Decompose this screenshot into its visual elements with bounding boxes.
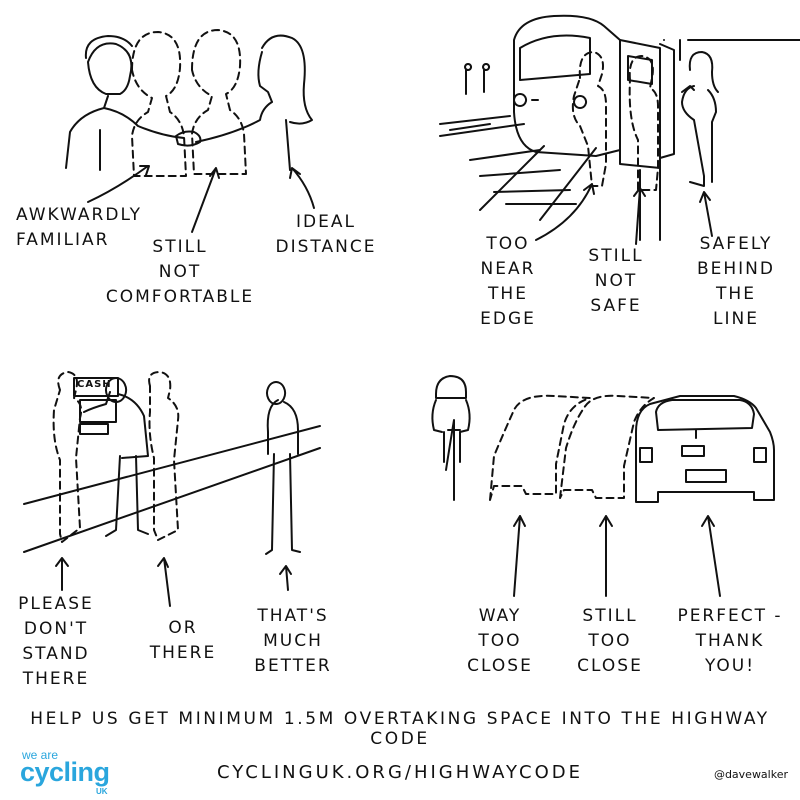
- label-way-too-close: WAY TOO CLOSE: [462, 604, 538, 679]
- label-still-not-comfortable: STILL NOT COMFORTABLE: [102, 235, 258, 310]
- man-figure: [65, 35, 185, 171]
- label-line: BEHIND: [696, 259, 775, 279]
- label-ideal-distance: IDEAL DISTANCE: [272, 210, 380, 260]
- label-perfect-thank-you: PERFECT - THANK YOU!: [670, 604, 790, 679]
- label-line: WAY: [478, 606, 522, 626]
- arrow: [513, 515, 526, 597]
- man-waiting: [265, 381, 301, 555]
- label-line: STILL: [588, 246, 644, 266]
- label-line: THERE: [22, 669, 90, 689]
- arrow: [699, 191, 713, 237]
- label-line: BETTER: [254, 656, 332, 676]
- label-line: NOT: [158, 262, 202, 282]
- label-please-dont-stand-there: PLEASE DON'T STAND THERE: [18, 592, 94, 692]
- label-line: IDEAL: [296, 212, 356, 232]
- woman-figure: [195, 34, 313, 171]
- ghost-figure-1: [571, 51, 607, 187]
- car: [635, 395, 775, 503]
- cashpoint-panel-drawing: [23, 371, 321, 607]
- label-line: THANK: [695, 631, 765, 651]
- cyclist: [431, 375, 471, 501]
- train: [513, 14, 621, 157]
- label-line: THE: [488, 284, 528, 304]
- label-thats-much-better: THAT'S MUCH BETTER: [250, 604, 336, 679]
- ghost-figure-2: [628, 55, 659, 191]
- label-line: STILL: [582, 606, 638, 626]
- label-line: SAFE: [590, 296, 642, 316]
- woman-with-phone: [681, 51, 719, 187]
- logo-line1: we are: [22, 748, 59, 762]
- label-line: AWKWARDLY: [16, 205, 143, 225]
- label-line: PLEASE: [18, 594, 94, 614]
- logo-line3: UK: [96, 787, 108, 796]
- label-or-there: OR THERE: [146, 616, 220, 666]
- label-safely-behind-the-line: SAFELY BEHIND THE LINE: [690, 232, 782, 332]
- label-too-near-the-edge: TOO NEAR THE EDGE: [470, 232, 546, 332]
- label-line: TOO: [478, 631, 522, 651]
- label-line: YOU!: [704, 656, 756, 676]
- label-line: CLOSE: [577, 656, 643, 676]
- ghost-figure-1: [131, 31, 187, 177]
- ghost-car-1: [489, 394, 591, 501]
- label-line: FAMILIAR: [16, 230, 110, 250]
- arrow: [55, 557, 69, 591]
- label-line: TOO: [588, 631, 632, 651]
- ghost-figure-2: [191, 29, 247, 175]
- label-line: NEAR: [480, 259, 536, 279]
- arrow: [701, 515, 721, 597]
- label-line: THAT'S: [257, 606, 329, 626]
- label-line: COMFORTABLE: [105, 287, 255, 307]
- artist-credit: @davewalker: [713, 768, 788, 781]
- label-line: NOT: [594, 271, 638, 291]
- handshake: [175, 130, 202, 147]
- label-line: PERFECT -: [677, 606, 783, 626]
- overtaking-panel-drawing: [431, 375, 775, 597]
- campaign-slogan: HELP US GET MINIMUM 1.5M OVERTAKING SPAC…: [30, 709, 770, 749]
- label-line: STILL: [152, 237, 208, 257]
- label-still-too-close: STILL TOO CLOSE: [568, 604, 652, 679]
- arrow: [535, 183, 595, 241]
- label-line: LINE: [713, 309, 759, 329]
- arrow: [157, 557, 171, 607]
- label-line: STAND: [22, 644, 90, 664]
- ghost-car-2: [559, 394, 655, 499]
- cycling-uk-logo: we are cycling UK: [20, 748, 140, 796]
- platform-panel-drawing: [439, 14, 800, 245]
- label-line: DISTANCE: [275, 237, 377, 257]
- label-line: THERE: [149, 643, 217, 663]
- arrow: [633, 187, 646, 245]
- arrow: [289, 167, 315, 209]
- ghost-figure-1: [52, 371, 83, 543]
- arrow: [87, 165, 150, 203]
- label-line: TOO: [486, 234, 530, 254]
- cash-sign: CASH: [77, 379, 112, 390]
- label-still-not-safe: STILL NOT SAFE: [586, 244, 646, 319]
- person-at-cashpoint: [83, 377, 149, 537]
- label-line: MUCH: [263, 631, 323, 651]
- arrow: [279, 565, 292, 591]
- arrow: [191, 167, 220, 233]
- label-line: THE: [716, 284, 756, 304]
- label-line: OR: [168, 618, 198, 638]
- greeting-panel-drawing: [65, 29, 315, 233]
- label-awkwardly-familiar: AWKWARDLY FAMILIAR: [16, 203, 142, 253]
- ghost-figure-2: [148, 371, 180, 541]
- label-line: CLOSE: [467, 656, 533, 676]
- label-line: SAFELY: [699, 234, 773, 254]
- label-line: DON'T: [23, 619, 89, 639]
- label-line: EDGE: [480, 309, 536, 329]
- campaign-url: CYCLINGUK.ORG/HIGHWAYCODE: [216, 762, 583, 783]
- arrow: [599, 515, 613, 597]
- logo-line2: cycling: [20, 757, 110, 787]
